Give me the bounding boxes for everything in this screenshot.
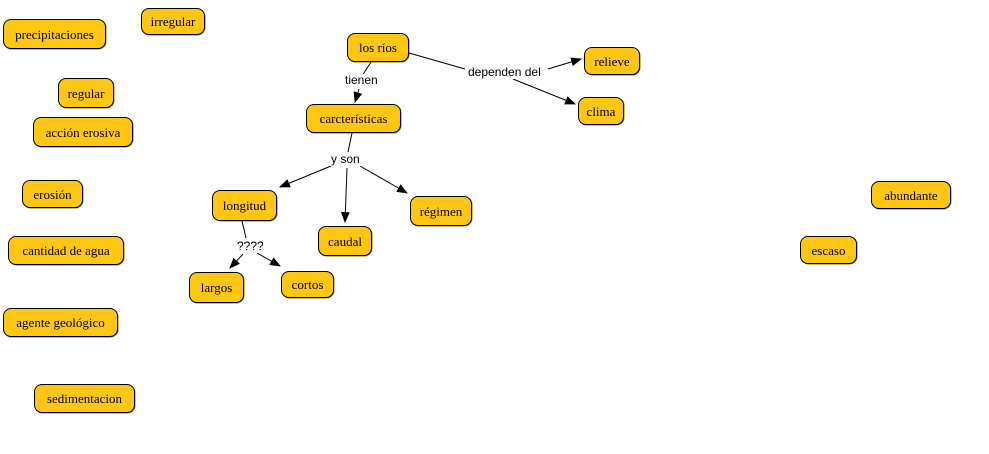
concept-accion-erosiva[interactable]: acción erosiva xyxy=(33,117,133,147)
concept-sedimentacion[interactable]: sedimentacion xyxy=(34,384,135,413)
concept-cortos[interactable]: cortos xyxy=(281,271,334,298)
concept-cantidad-de-agua[interactable]: cantidad de agua xyxy=(8,236,124,265)
link-label-dependen-del[interactable]: dependen del xyxy=(467,65,542,79)
concept-agente-geologico[interactable]: agente geológico xyxy=(3,308,118,337)
edge-dependen-del-to-relieve xyxy=(547,57,583,70)
concept-relieve[interactable]: relieve xyxy=(584,47,640,75)
edge-carcteristicas-to-y-son xyxy=(347,132,353,153)
concept-escaso[interactable]: escaso xyxy=(800,236,857,264)
edge-unknown-to-largos xyxy=(229,253,244,269)
concept-carcteristicas[interactable]: carcterísticas xyxy=(306,104,401,133)
concept-largos[interactable]: largos xyxy=(189,272,244,303)
concept-regimen[interactable]: régimen xyxy=(410,196,472,226)
concept-abundante[interactable]: abundante xyxy=(871,181,951,209)
concept-longitud[interactable]: longitud xyxy=(212,190,277,221)
edge-longitud-to-unknown xyxy=(241,220,247,239)
concept-clima[interactable]: clima xyxy=(578,97,624,125)
edge-y-son-to-longitud xyxy=(278,165,332,188)
edge-los-rios-to-dependen-del xyxy=(408,52,466,70)
concept-los-rios[interactable]: los ríos xyxy=(347,33,409,62)
link-label-y-son[interactable]: y son xyxy=(330,152,361,166)
concept-precipitaciones[interactable]: precipitaciones xyxy=(3,19,106,49)
concept-regular[interactable]: regular xyxy=(58,78,114,108)
link-label-unknown[interactable]: ???? xyxy=(236,239,265,253)
link-label-tienen[interactable]: tienen xyxy=(344,73,379,87)
edge-y-son-to-regimen xyxy=(359,165,408,194)
edge-y-son-to-caudal xyxy=(340,167,350,224)
edge-unknown-to-cortos xyxy=(256,252,281,267)
concept-caudal[interactable]: caudal xyxy=(318,226,372,256)
edge-dependen-del-to-clima xyxy=(512,78,577,105)
edge-tienen-to-carcteristicas xyxy=(353,88,363,104)
concept-erosion[interactable]: erosión xyxy=(22,180,83,208)
concept-irregular[interactable]: irregular xyxy=(141,8,205,35)
